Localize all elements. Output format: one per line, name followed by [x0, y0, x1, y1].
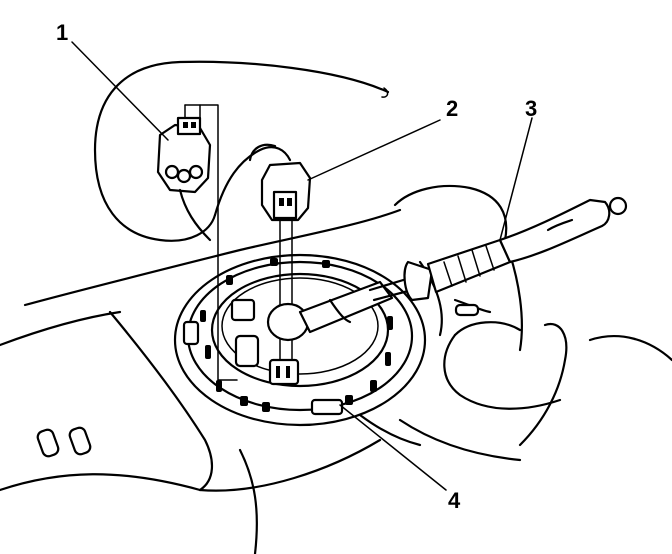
callout-leaders — [71, 41, 533, 491]
callout-label-2: 2 — [446, 96, 458, 121]
electrical-connector-2 — [248, 143, 312, 361]
fuel-feed-line — [368, 196, 628, 302]
wiring-harness — [93, 60, 390, 242]
body-panel-outline — [0, 184, 672, 554]
leader-3 — [499, 117, 533, 241]
callout-label-1: 1 — [56, 20, 68, 45]
callout-label-3: 3 — [525, 96, 537, 121]
callout-label-4: 4 — [448, 488, 461, 513]
leader-2 — [307, 119, 441, 181]
leader-1 — [71, 41, 169, 141]
fuel-pump-module-flange — [173, 253, 427, 427]
leader-4 — [339, 404, 447, 491]
electrical-connector-1 — [156, 104, 238, 381]
